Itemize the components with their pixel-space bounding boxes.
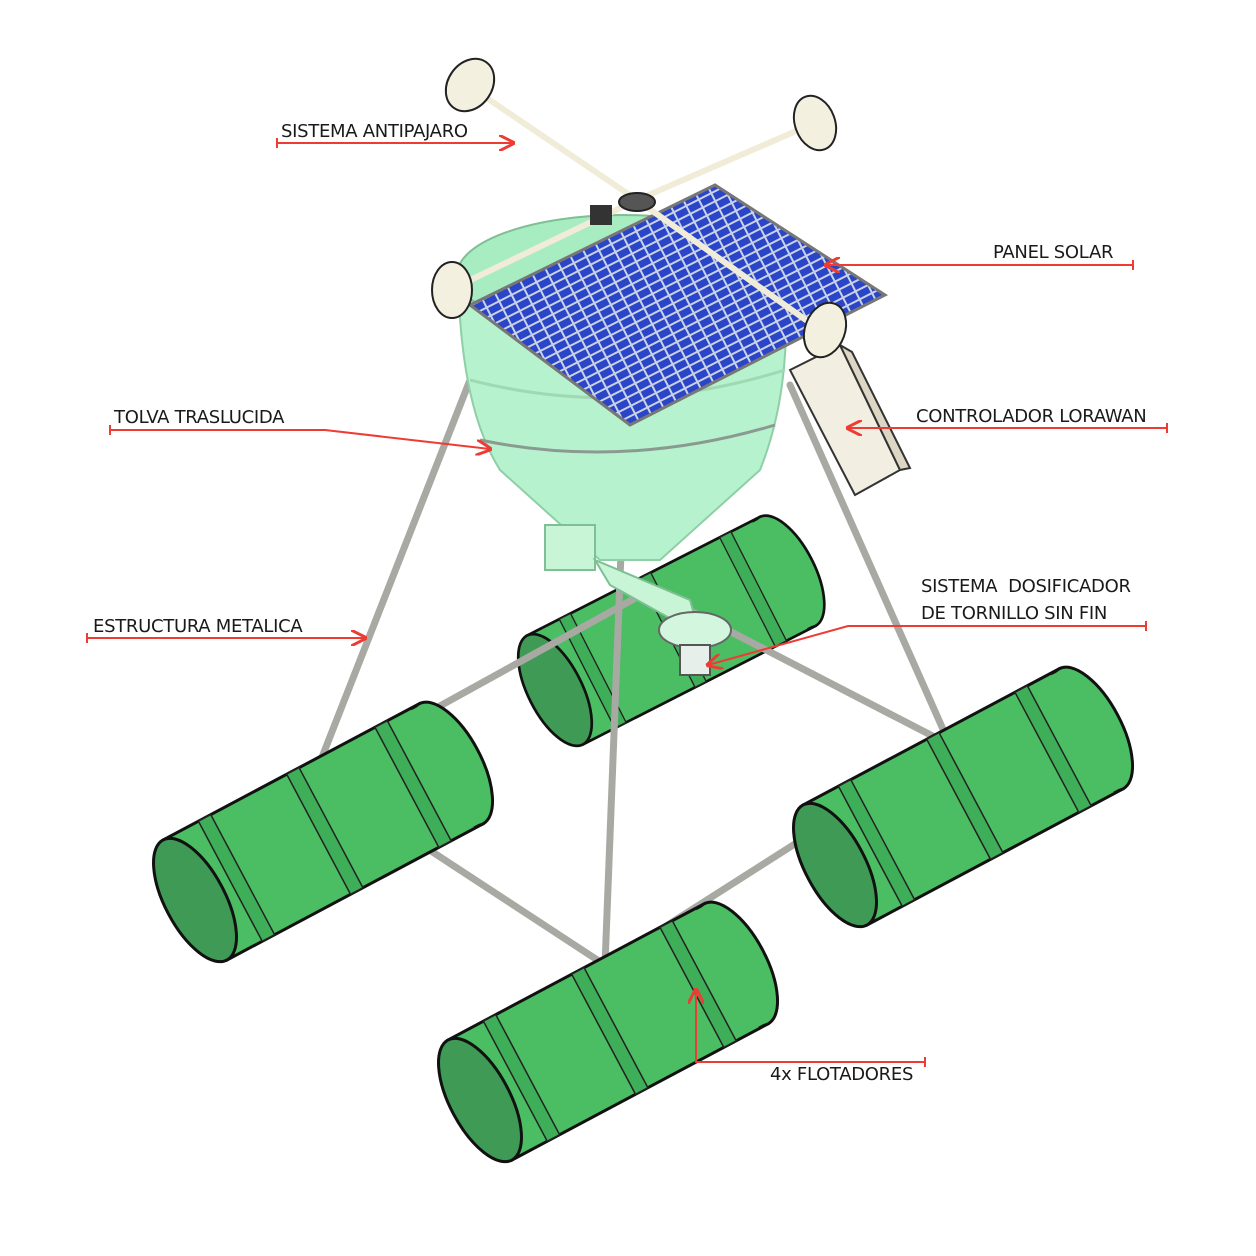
solar-panel [467, 183, 888, 427]
bird-deterrent [431, 57, 848, 359]
leader-flotadores [696, 990, 925, 1063]
label-dosificador-1: SISTEMA DOSIFICADOR [921, 576, 1131, 597]
label-panel-solar: PANEL SOLAR [993, 242, 1114, 263]
leader-tolva [110, 429, 490, 449]
screw-doser [544, 524, 732, 676]
float-right [775, 653, 1151, 941]
leader-dosificador [708, 625, 1146, 665]
leader-lines [86, 138, 1168, 1067]
label-tolva: TOLVA TRASLUCIDA [114, 407, 285, 428]
label-dosificador-2: DE TORNILLO SIN FIN [921, 603, 1108, 624]
label-flotadores: 4x FLOTADORES [770, 1064, 914, 1085]
label-controlador: CONTROLADOR LORAWAN [916, 406, 1147, 427]
float-left [135, 688, 511, 976]
label-estructura: ESTRUCTURA METALICA [93, 616, 303, 637]
label-antipajaro: SISTEMA ANTIPAJARO [281, 121, 468, 142]
